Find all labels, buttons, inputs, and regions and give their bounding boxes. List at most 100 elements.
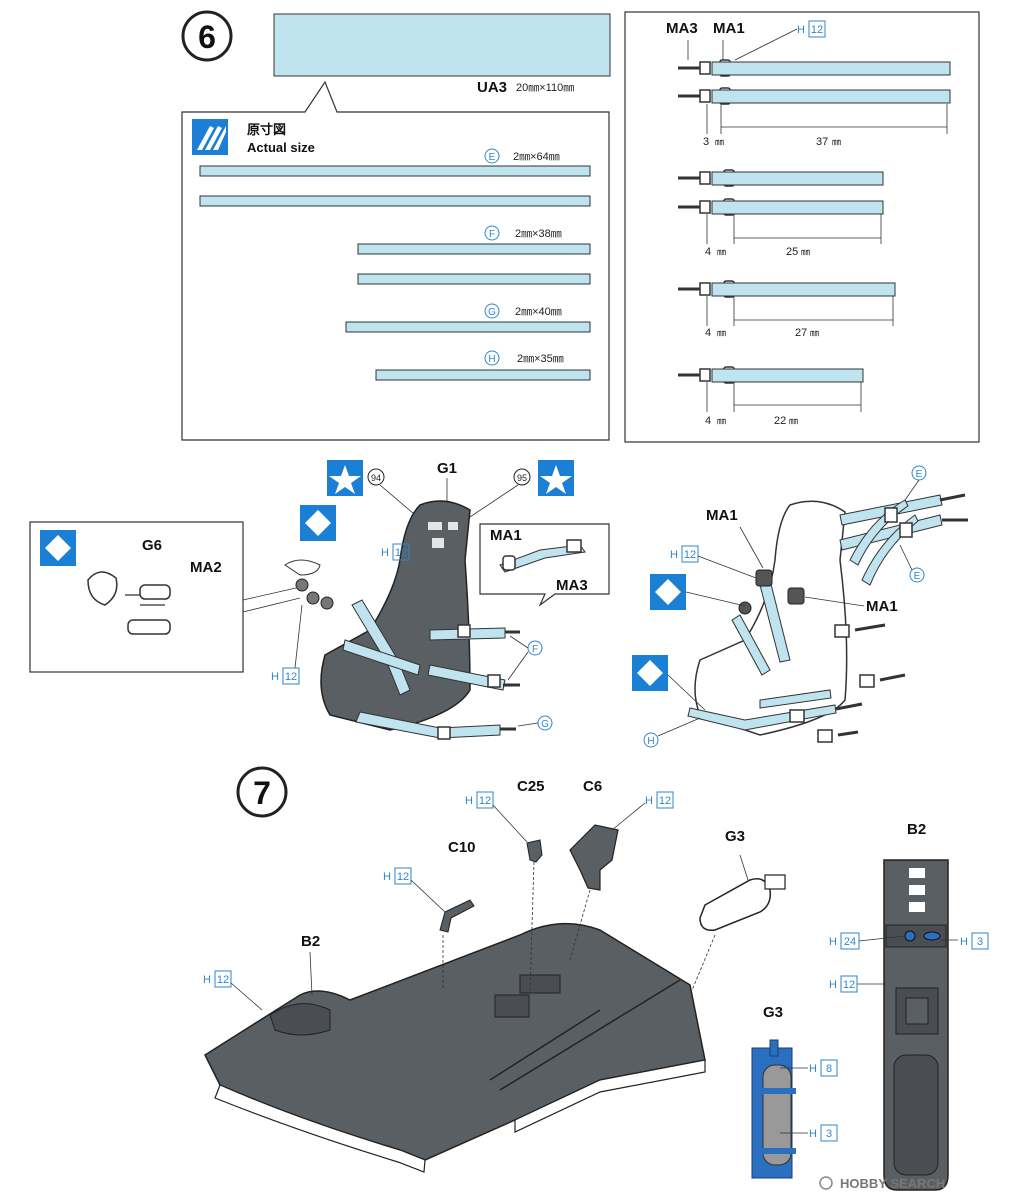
star-marker-left — [327, 460, 363, 496]
ua3-code: UA3 — [477, 79, 507, 96]
svg-text:H: H — [829, 979, 837, 991]
label-g1: G1 — [437, 460, 457, 477]
label-e-bottom: E — [899, 544, 925, 583]
label-ma1-right-top: MA1 — [706, 507, 738, 524]
strip-g: G 2㎜×40㎜ — [345, 303, 591, 333]
part-c25: C25 H 12 — [465, 778, 545, 991]
step-6-number: 6 — [198, 19, 216, 55]
ma1-ma3-callout: MA1 MA3 — [479, 523, 610, 607]
svg-text:12: 12 — [659, 795, 671, 807]
label-b2-floor: B2 — [301, 933, 320, 950]
paint-h12-c25: H 12 — [465, 791, 528, 843]
svg-text:H: H — [809, 1063, 817, 1075]
label-ma1-right-bottom: MA1 — [866, 598, 898, 615]
belt-group-4-a: 4 — [705, 415, 711, 427]
part-c10: C10 H 12 — [383, 839, 476, 990]
svg-text:12: 12 — [684, 549, 696, 561]
svg-text:㎜: ㎜ — [717, 328, 726, 338]
svg-text:12: 12 — [479, 795, 491, 807]
belt-guide-ma1: MA1 — [713, 20, 745, 37]
svg-text:H: H — [960, 936, 968, 948]
svg-text:E: E — [914, 571, 921, 582]
svg-text:E: E — [916, 469, 923, 480]
label-g3: G3 — [725, 828, 745, 845]
label-94: 94 — [367, 468, 385, 486]
label-c10: C10 — [448, 839, 476, 856]
strip-f-size: 2㎜×38㎜ — [515, 228, 562, 240]
label-ma2: MA2 — [190, 559, 222, 576]
svg-text:8: 8 — [826, 1063, 832, 1075]
watermark-text: HOBBY SEARCH — [840, 1176, 945, 1191]
floor-pan-b2 — [204, 922, 706, 1173]
svg-text:95: 95 — [517, 473, 527, 483]
belt-group-2-a: 4 — [705, 246, 711, 258]
svg-text:H: H — [271, 671, 279, 683]
svg-text:12: 12 — [285, 671, 297, 683]
svg-text:12: 12 — [395, 547, 407, 559]
seat-fittings — [284, 559, 334, 610]
strip-f: F 2㎜×38㎜ — [357, 225, 591, 285]
svg-text:3: 3 — [977, 936, 983, 948]
svg-text:H: H — [670, 549, 678, 561]
label-g6: G6 — [142, 537, 162, 554]
step-7-badge: 7 — [236, 766, 288, 818]
part-g3: G3 — [689, 828, 786, 996]
step-6-badge: 6 — [181, 10, 233, 62]
part-c6: C6 H 12 — [569, 778, 674, 961]
belt-guide-paint-h12: H 12 — [734, 20, 826, 61]
svg-text:12: 12 — [811, 24, 823, 36]
svg-text:㎜: ㎜ — [801, 247, 810, 257]
svg-text:G: G — [541, 719, 549, 730]
strip-g-size: 2㎜×40㎜ — [515, 306, 562, 318]
belt-guide-panel: MA3 MA1 H 12 3 ㎜ 37 ㎜ — [624, 11, 980, 443]
svg-text:H: H — [383, 871, 391, 883]
label-c25: C25 — [517, 778, 545, 795]
svg-text:12: 12 — [217, 974, 229, 986]
belt-group-1-b: 37 — [816, 136, 828, 148]
label-h-right: H — [643, 717, 701, 748]
actual-size-panel: 原寸図 Actual size E 2㎜×64㎜ F 2㎜×38㎜ G 2㎜×4… — [181, 80, 610, 441]
svg-text:24: 24 — [844, 936, 856, 948]
paint-h12-right: H 12 — [670, 545, 757, 579]
svg-text:㎜: ㎜ — [832, 137, 841, 147]
diamond-marker-right-1 — [650, 574, 686, 610]
diamond-marker-detail — [40, 530, 76, 566]
diamond-marker-seat — [300, 505, 336, 541]
ua3-size: 20㎜×110㎜ — [516, 82, 574, 94]
strip-h: H 2㎜×35㎜ — [375, 350, 591, 381]
paint-h12-c6: H 12 — [611, 791, 674, 831]
strip-h-size: 2㎜×35㎜ — [517, 353, 564, 365]
belt-group-2-b: 25 — [786, 246, 798, 258]
svg-text:㎜: ㎜ — [789, 416, 798, 426]
belt-group-1-a: 3 — [703, 136, 709, 148]
diamond-marker-right-2 — [632, 655, 668, 691]
strip-g-letter: G — [488, 307, 496, 318]
belt-group-4-b: 22 — [774, 415, 786, 427]
paint-h24-b2: H 24 — [829, 932, 906, 950]
label-e-top: E — [904, 465, 927, 501]
strip-e-size: 2㎜×64㎜ — [513, 151, 560, 163]
star-marker-right — [538, 460, 574, 496]
svg-text:H: H — [647, 736, 654, 747]
callout-ma3: MA3 — [556, 577, 588, 594]
strip-e: E 2㎜×64㎜ — [199, 148, 591, 207]
belt-guide-ma3: MA3 — [666, 20, 698, 37]
watermark: HOBBY SEARCH — [819, 1176, 945, 1191]
svg-text:3: 3 — [826, 1128, 832, 1140]
label-f-seat: F — [507, 635, 543, 681]
seat-assembly-right: MA1 MA1 H 12 E E — [632, 465, 968, 748]
seat-g1 — [320, 500, 471, 731]
actual-size-en: Actual size — [247, 140, 315, 155]
paint-h12-floor: H 12 — [203, 970, 263, 1011]
label-b2-panel: B2 — [907, 821, 926, 838]
paint-h12-seat-bottom: H 12 — [271, 604, 303, 685]
svg-text:H: H — [797, 24, 805, 36]
ua3-decal: UA3 20㎜×110㎜ — [273, 13, 611, 96]
svg-text:㎜: ㎜ — [717, 247, 726, 257]
svg-text:H: H — [809, 1128, 817, 1140]
svg-text:12: 12 — [843, 979, 855, 991]
strip-f-letter: F — [489, 229, 495, 240]
svg-text:H: H — [203, 974, 211, 986]
paint-h3-b2: H 3 — [940, 932, 989, 950]
